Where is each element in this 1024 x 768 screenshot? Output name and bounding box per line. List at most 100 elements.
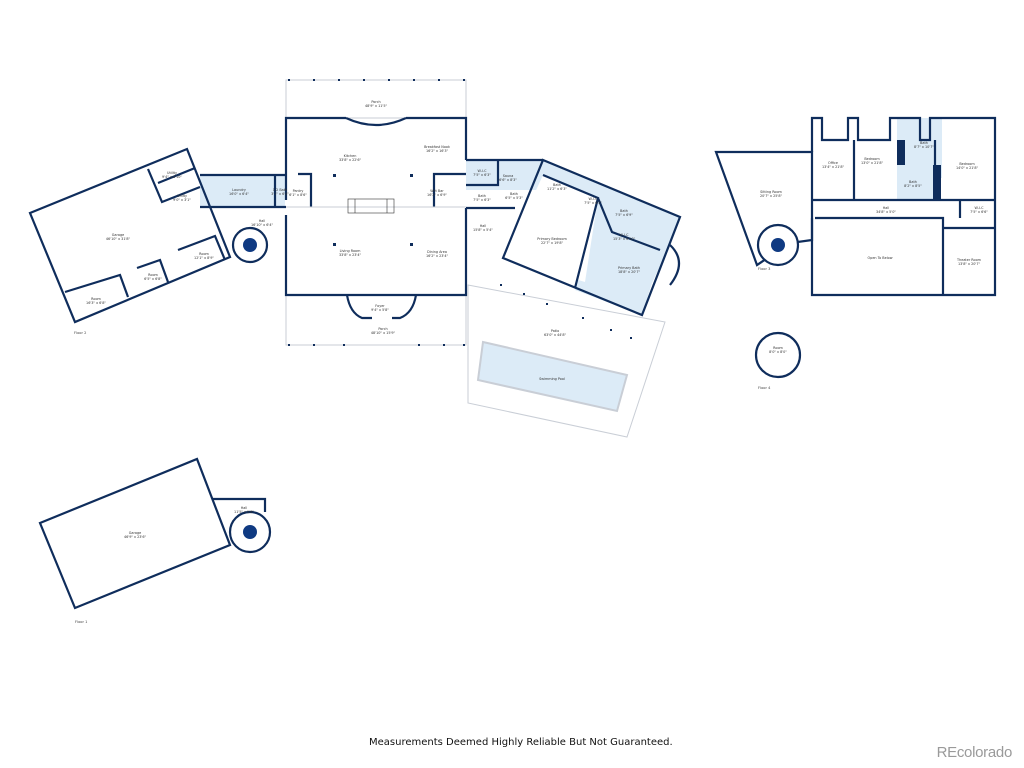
room-label: W-I-C: [619, 233, 629, 237]
room-label: Bath: [478, 194, 486, 198]
brand-watermark: REcolorado: [936, 744, 1013, 761]
room-labels: Porch 48'9" x 11'5" Kitchen 33'8" x 22'6…: [74, 100, 988, 624]
room-dims: 7'5" x 6'3": [584, 201, 602, 205]
porch-bottom-outline: [285, 294, 467, 346]
room-label: Swimming Pool: [539, 377, 565, 381]
room-label: Open To Below: [868, 256, 893, 260]
room-label: Porch: [378, 327, 387, 331]
room-dims: 12'1" x 8'9": [194, 256, 214, 260]
room-dims: 16'3" x 6'8": [86, 301, 106, 305]
floor-label: Floor 2: [74, 331, 86, 335]
room-label: Hall: [883, 206, 890, 210]
floor-label: Floor 1: [75, 620, 87, 624]
room-dims: 7'5" x 6'6": [970, 210, 988, 214]
room-label: 1/2 Bath: [273, 188, 287, 192]
room-label: Room: [91, 297, 101, 301]
room-dims: 16'0" x 6'4": [229, 192, 249, 196]
room-label: Living Room: [340, 249, 362, 253]
room-dims: 48'10" x 15'9": [371, 331, 396, 335]
room-dims: 16'10" x 6'4": [251, 223, 274, 227]
room-dims: 18'8" x 20'7": [618, 270, 641, 274]
room-label: Bedroom: [864, 157, 880, 161]
room-dims: 6'5" x 6'8": [144, 277, 162, 281]
room-label: Hall: [480, 224, 487, 228]
floor-2-main-house: [200, 79, 468, 346]
floor-label: Floor 4: [758, 386, 771, 390]
swimming-pool: [476, 340, 629, 413]
room-label: Bath: [553, 183, 561, 187]
room-label: Theater Room: [956, 258, 982, 262]
central-staircase: [347, 198, 395, 214]
room-label: Kitchen: [344, 154, 357, 158]
room-label: Breakfast Nook: [424, 145, 450, 149]
room-dims: 11'2" x 6'3": [547, 187, 567, 191]
room-label: W-I-C: [477, 169, 487, 173]
room-label: W-I-C: [588, 197, 598, 201]
room-label: Garage: [129, 531, 141, 535]
room-label: Sitting Room: [760, 190, 782, 194]
room-dims: 16'2" x 23'4": [426, 254, 449, 258]
room-dims: 34'8" x 5'0": [876, 210, 896, 214]
room-dims: 46'9" x 23'6": [124, 535, 147, 539]
room-label: Patio: [551, 329, 559, 333]
porch-posts: [288, 79, 465, 346]
room-dims: 63'0" x 44'8": [544, 333, 567, 337]
room-dims: 20'7" x 25'8": [760, 194, 783, 198]
room-dims: 7'5" x 6'3": [473, 173, 491, 177]
room-dims: 6'6" x 8'3": [499, 178, 517, 182]
room-label: Sauna: [503, 174, 514, 178]
room-dims: 22'7" x 19'8": [541, 241, 564, 245]
closet-block: [933, 165, 941, 200]
room-dims: 8'0" x 8'0": [769, 350, 787, 354]
room-dims: 33'8" x 22'6": [339, 158, 362, 162]
room-dims: 7'5" x 6'9": [615, 213, 633, 217]
room-dims: 13'4" x 21'8": [822, 165, 845, 169]
room-label: Bath: [620, 209, 628, 213]
closet-block: [897, 140, 905, 165]
room-dims: 7'5" x 6'3": [473, 198, 491, 202]
room-label: Dining Area: [427, 250, 447, 254]
room-dims: 8'7" x 10'7": [914, 145, 934, 149]
floor-2-garage-wing: [28, 147, 269, 324]
room-dims: 3'1" x 6'4": [271, 192, 289, 196]
room-dims: 9'4" x 6'10": [162, 175, 182, 179]
laundry-fill: [200, 175, 285, 207]
room-label: Primary Bath: [618, 266, 640, 270]
room-dims: 33'8" x 23'4": [339, 253, 362, 257]
room-label: Utility: [177, 194, 187, 198]
room-dims: 9'4" x 5'8": [371, 308, 389, 312]
room-dims: 8'2" x 8'5": [904, 184, 922, 188]
room-label: Office: [828, 161, 838, 165]
floor-1: [38, 457, 272, 610]
room-label: W-I-C: [974, 206, 984, 210]
room-label: Hall: [259, 219, 266, 223]
room-label: Primary Bedroom: [537, 237, 567, 241]
room-label: Bath: [920, 141, 928, 145]
room-dims: 6'5" x 5'3": [505, 196, 523, 200]
floor-2-primary-suite: [466, 158, 682, 438]
room-label: Hall: [241, 506, 248, 510]
room-dims: 9'0" x 3'1": [173, 198, 191, 202]
room-label: Bath: [510, 192, 518, 196]
room-label: Laundry: [232, 188, 246, 192]
room-dims: 16'2" x 16'3": [426, 149, 449, 153]
room-dims: 16'2" x 6'9": [427, 193, 447, 197]
room-dims: 15'3" x 6'10": [613, 237, 636, 241]
room-label: Pantry: [293, 189, 304, 193]
room-label: Porch: [371, 100, 380, 104]
room-dims: 11'5" x 5'8": [234, 510, 254, 514]
porch-top-outline: [285, 79, 467, 119]
room-label: Bath: [909, 180, 917, 184]
room-dims: 15'8" x 5'4": [473, 228, 493, 232]
room-dims: 14'0" x 21'8": [956, 166, 979, 170]
measurement-disclaimer: Measurements Deemed Highly Reliable But …: [369, 737, 673, 748]
room-label: Garage: [112, 233, 124, 237]
room-label: Wet Bar: [430, 189, 444, 193]
room-label: Room: [199, 252, 209, 256]
room-dims: 13'8" x 20'7": [958, 262, 981, 266]
room-label: Utility: [167, 171, 177, 175]
room-label: Bedroom: [959, 162, 975, 166]
room-dims: 13'0" x 21'8": [861, 161, 884, 165]
floor-4: [754, 331, 802, 379]
